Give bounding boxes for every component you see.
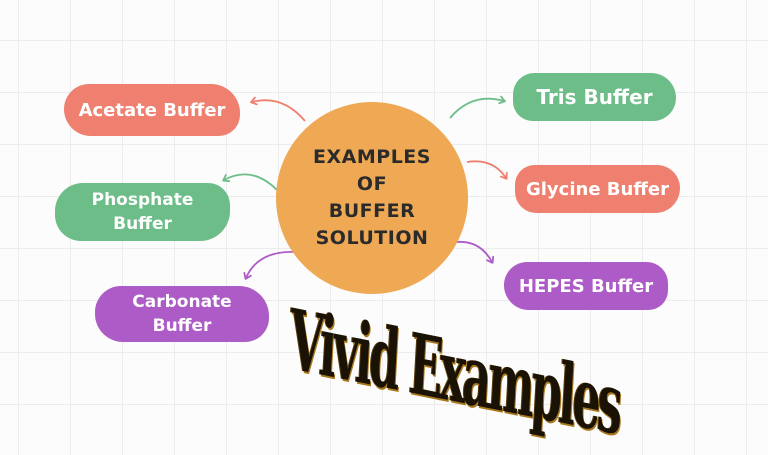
center-line: EXAMPLES: [313, 146, 431, 168]
arrow-to-tris: [449, 95, 506, 119]
node-glycine-buffer: Glycine Buffer: [515, 165, 680, 213]
connector-arrows: [222, 95, 508, 280]
node-label: Carbonate: [132, 292, 232, 312]
node-label: Phosphate: [91, 190, 194, 210]
arrow-to-phosphate: [222, 173, 278, 191]
node-acetate-buffer: Acetate Buffer: [64, 84, 240, 136]
center-line: OF: [356, 173, 388, 195]
node-phosphate-buffer: Phosphate Buffer: [55, 183, 230, 241]
node-label: Glycine Buffer: [525, 178, 669, 200]
center-line: SOLUTION: [315, 227, 429, 249]
node-hepes-buffer: HEPES Buffer: [504, 262, 668, 310]
mind-map-canvas: EXAMPLES OF BUFFER SOLUTION Acetate Buff…: [55, 73, 680, 455]
node-label: Buffer: [113, 214, 172, 234]
center-node: EXAMPLES OF BUFFER SOLUTION: [276, 102, 468, 294]
arrow-to-acetate: [250, 96, 306, 122]
node-tris-buffer: Tris Buffer: [513, 73, 676, 121]
arrow-to-glycine: [466, 160, 508, 180]
node-label: HEPES Buffer: [518, 275, 654, 297]
arrow-to-carbonate: [243, 251, 298, 280]
center-line: BUFFER: [328, 200, 416, 222]
node-label: Buffer: [152, 316, 212, 336]
node-carbonate-buffer: Carbonate Buffer: [95, 286, 269, 342]
node-label: Acetate Buffer: [78, 99, 226, 121]
node-label: Tris Buffer: [536, 85, 653, 109]
arrow-to-hepes: [455, 240, 495, 264]
